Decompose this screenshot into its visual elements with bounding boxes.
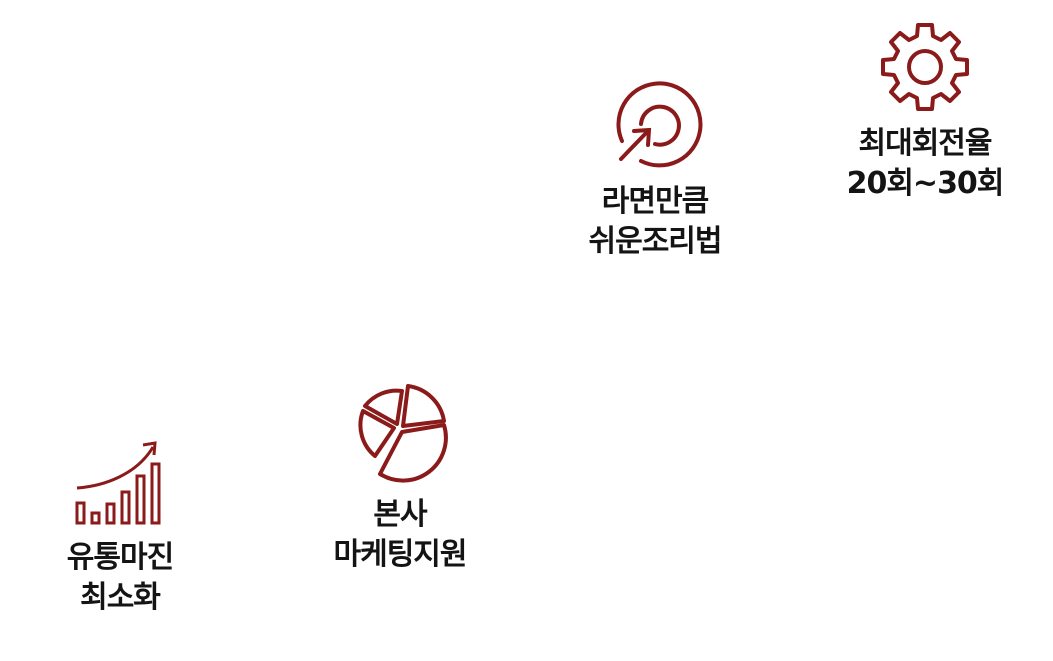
feature-label-line2: 마케팅지원 xyxy=(333,537,468,572)
feature-hq-marketing: 본사 마케팅지원 xyxy=(300,383,500,575)
feature-label: 본사 마케팅지원 xyxy=(333,495,468,575)
feature-distribution-margin: 유통마진 최소화 xyxy=(40,440,200,618)
feature-label: 라면만큼 쉬운조리법 xyxy=(588,182,723,262)
feature-label-line1: 최대회전율 xyxy=(858,126,993,161)
feature-label-line2: 최소화 xyxy=(80,580,161,615)
feature-easy-recipe: 라면만큼 쉬운조리법 xyxy=(560,80,750,262)
feature-label-line1: 유통마진 xyxy=(66,540,174,575)
feature-label-line1: 본사 xyxy=(373,497,427,532)
feature-label-line2: 쉬운조리법 xyxy=(588,224,723,259)
target-arrow-icon xyxy=(616,81,703,168)
pie-chart-icon xyxy=(358,384,448,483)
feature-label: 최대회전율 20회~30회 xyxy=(846,124,1005,204)
feature-label-line1: 라면만큼 xyxy=(601,184,709,219)
feature-max-turnover: 최대회전율 20회~30회 xyxy=(830,22,1020,204)
feature-label-line2: 20회~30회 xyxy=(846,166,1005,201)
bar-growth-icon xyxy=(75,441,161,525)
feature-label: 유통마진 최소화 xyxy=(66,538,174,618)
gear-icon xyxy=(881,23,969,111)
